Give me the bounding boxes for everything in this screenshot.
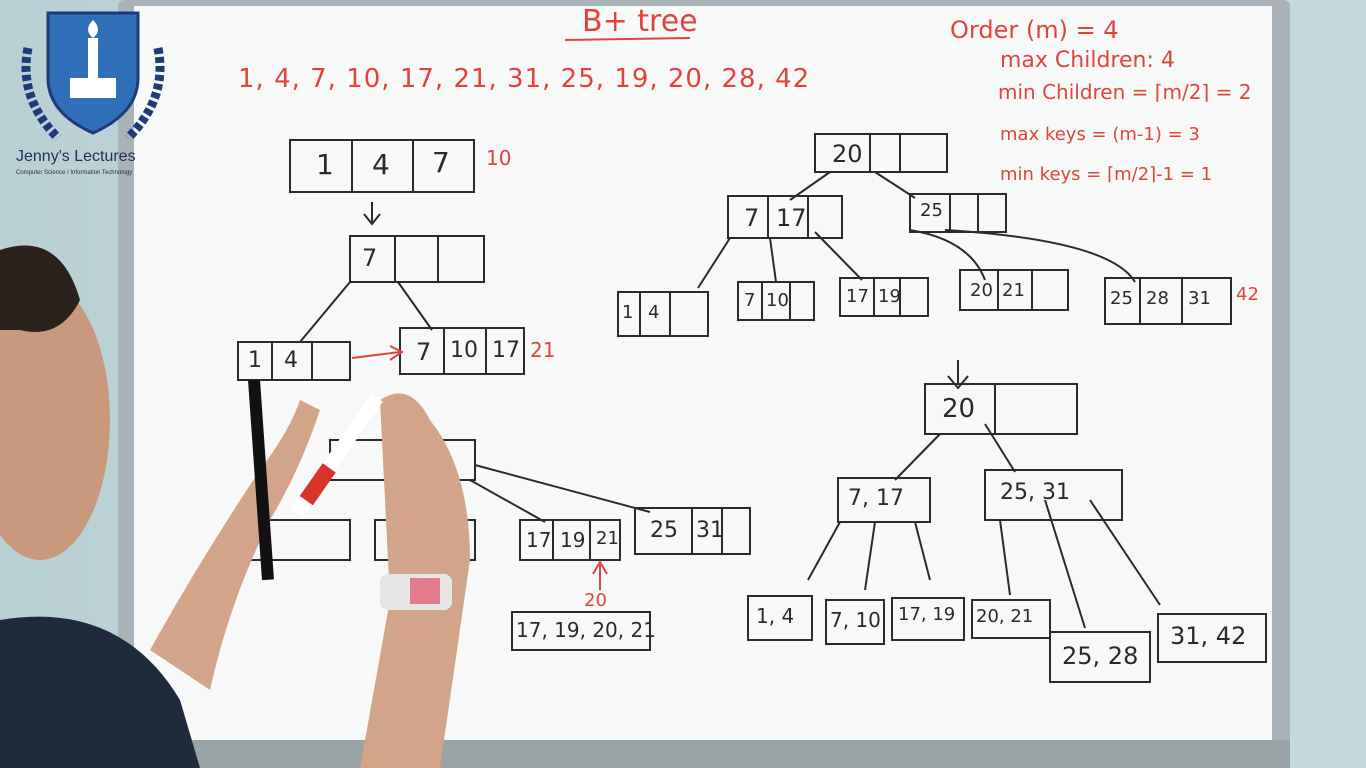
final-root-key: 20 [942,394,976,424]
presenter [0,245,470,768]
rt-int-a-key-1: 7 [744,204,760,232]
final-leaf-1: 1, 4 [756,604,795,628]
leaf-c-key-1: 17 [526,528,552,552]
leaf-a-key-2: 4 [284,348,298,373]
note-min-keys: min keys = ⌈m/2⌉-1 = 1 [1000,164,1213,185]
rt-int-a-key-2: 17 [776,204,807,232]
final-leaf-6: 31, 42 [1170,622,1247,650]
rt-leaf-2-a: 7 [744,290,756,311]
logo-name: Jenny's Lectures [16,148,136,165]
final-leaf-5: 25, 28 [1062,642,1139,670]
step1-key-2: 4 [372,148,390,181]
leaf-c-key-2: 19 [560,528,586,552]
rt-leaf-4-b: 21 [1002,280,1025,301]
board-title: B+ tree [582,4,698,39]
leaf-d-key-2: 31 [696,518,724,543]
rt-leaf-2-b: 10 [766,290,789,311]
note-min-children: min Children = ⌈m/2⌉ = 2 [998,80,1252,104]
leaf-b-key-1: 7 [416,338,432,366]
leaf-a-key-1: 1 [248,348,262,373]
leaf-c-key-3: 21 [596,528,619,549]
rt-insert-42: 42 [1236,284,1259,305]
rt-leaf-1-b: 4 [648,302,660,323]
rt-int-b-key-1: 25 [920,200,943,221]
logo-tagline: Computer Science / Information Technolog… [16,170,133,176]
logo-emblem [21,11,165,142]
root-key: 7 [362,244,378,272]
final-int-b: 25, 31 [1000,480,1070,505]
rt-leaf-3-a: 17 [846,286,869,307]
rt-leaf-3-b: 19 [878,286,901,307]
note-order: Order (m) = 4 [950,16,1119,44]
insert-20: 20 [584,590,607,611]
step1-key-3: 7 [432,146,450,179]
note-max-children: max Children: 4 [1000,48,1175,73]
final-leaf-2: 7, 10 [830,608,881,632]
key-sequence: 1, 4, 7, 10, 17, 21, 31, 25, 19, 20, 28,… [238,64,811,94]
leaf-d-key-1: 25 [650,518,678,543]
rt-leaf-1-a: 1 [622,302,634,323]
merged-leaf: 17, 19, 20, 21 [516,618,656,642]
step1-key-1: 1 [316,148,334,181]
final-leaf-4: 20, 21 [976,606,1034,627]
rt-leaf-5-b: 28 [1146,288,1169,309]
rt-leaf-4-a: 20 [970,280,993,301]
insert-21: 21 [530,338,556,362]
rt-leaf-5-a: 25 [1110,288,1133,309]
final-leaf-3: 17, 19 [898,604,956,625]
whiteboard-tray [118,740,1290,768]
leaf-b-key-2: 10 [450,338,478,363]
rt-root-key: 20 [832,140,863,168]
step1-insert: 10 [486,146,512,170]
final-int-a: 7, 17 [848,486,904,511]
leaf-b-key-3: 17 [492,338,520,363]
rt-leaf-5-c: 31 [1188,288,1211,309]
note-max-keys: max keys = (m-1) = 3 [1000,124,1200,145]
